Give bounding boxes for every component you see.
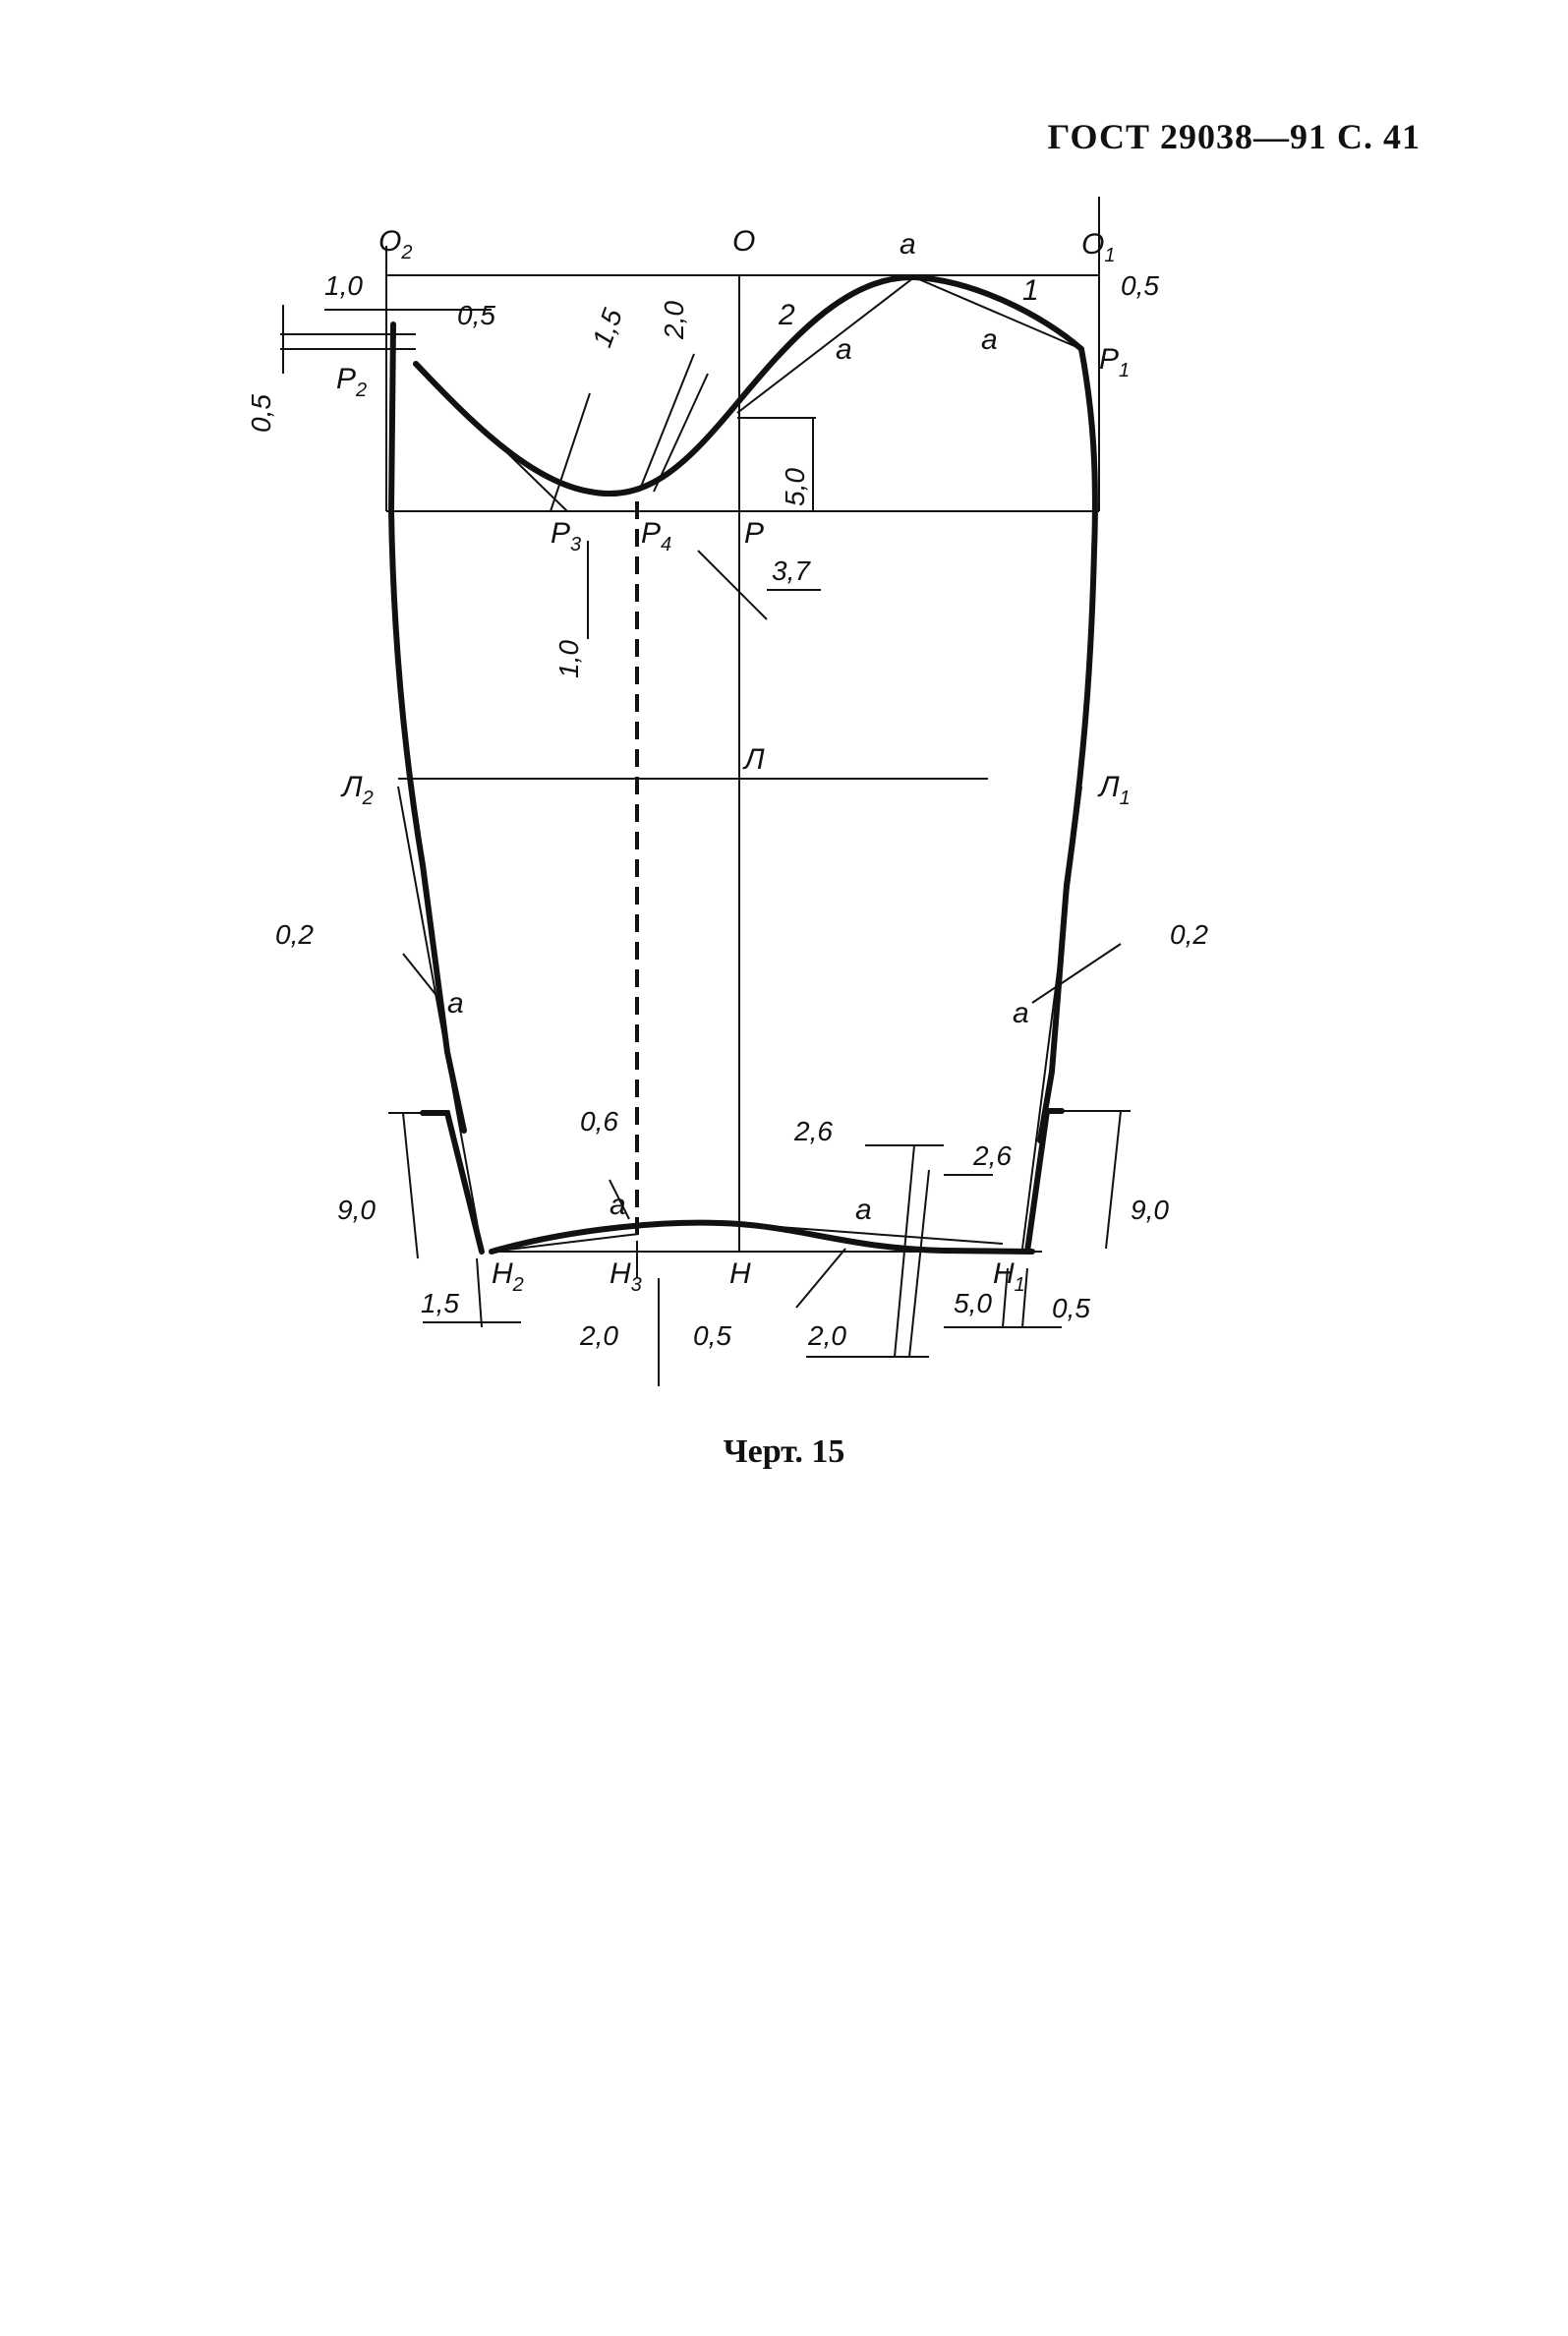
label-H: H bbox=[729, 1257, 751, 1290]
dim-1-5-bottom: 1,5 bbox=[421, 1288, 459, 1318]
label-a-top: a bbox=[900, 228, 916, 261]
dim-0-2-right: 0,2 bbox=[1170, 919, 1208, 950]
dimension-lines bbox=[280, 305, 1131, 1386]
label-L: Л bbox=[742, 743, 765, 776]
mark-a-bottom-right: a bbox=[855, 1194, 872, 1226]
label-P2: P2 bbox=[336, 363, 367, 401]
dim-0-5-top: 0,5 bbox=[457, 300, 495, 330]
dim-2-0-bottom-right: 2,0 bbox=[807, 1320, 846, 1351]
dim-1-0-mid: 1,0 bbox=[553, 640, 584, 678]
mark-a-upper-mid: a bbox=[836, 333, 852, 366]
dim-2-0-bottom-left: 2,0 bbox=[579, 1320, 618, 1351]
figure-caption: Черт. 15 bbox=[723, 1433, 845, 1470]
label-O: O bbox=[732, 225, 755, 258]
label-P: P bbox=[744, 517, 764, 550]
mark-num-1: 1 bbox=[1022, 274, 1039, 307]
dim-3-7: 3,7 bbox=[772, 555, 811, 586]
point-labels: O2 O a O1 P2 P1 P3 P4 P Л2 Л Л1 H2 H3 H … bbox=[336, 225, 1131, 1296]
dim-1-0-top: 1,0 bbox=[324, 270, 363, 301]
label-L2: Л2 bbox=[340, 771, 374, 809]
dim-0-5-bottom: 0,5 bbox=[693, 1320, 731, 1351]
dim-0-6: 0,6 bbox=[580, 1106, 618, 1137]
mark-num-2: 2 bbox=[778, 299, 795, 331]
dim-2-6-a: 2,6 bbox=[793, 1116, 833, 1146]
dim-0-5-left: 0,5 bbox=[246, 394, 276, 433]
sleeve-outline bbox=[388, 273, 1098, 1255]
mark-a-bottom-left: a bbox=[610, 1189, 626, 1221]
label-H1: H1 bbox=[993, 1257, 1025, 1296]
auxiliary-marks: a a a a a a 2 1 bbox=[447, 274, 1039, 1226]
dim-5-0: 5,0 bbox=[780, 468, 810, 506]
dim-5-0-bottom: 5,0 bbox=[954, 1288, 992, 1318]
label-P4: P4 bbox=[641, 517, 671, 555]
dim-9-0-right: 9,0 bbox=[1131, 1195, 1169, 1225]
dim-0-5-bottom-right: 0,5 bbox=[1052, 1293, 1090, 1323]
dim-1-5: 1,5 bbox=[587, 304, 629, 351]
dim-2-0-top: 2,0 bbox=[659, 301, 689, 340]
label-L1: Л1 bbox=[1097, 771, 1131, 809]
mark-a-upper-right: a bbox=[981, 323, 998, 356]
dim-9-0-left: 9,0 bbox=[337, 1195, 376, 1225]
mark-a-right-side: a bbox=[1013, 997, 1029, 1029]
label-H3: H3 bbox=[610, 1257, 642, 1296]
label-O2: O2 bbox=[378, 225, 412, 263]
dim-2-6-b: 2,6 bbox=[972, 1140, 1012, 1171]
label-H2: H2 bbox=[492, 1257, 524, 1296]
label-P1: P1 bbox=[1099, 343, 1130, 381]
dim-0-5-right: 0,5 bbox=[1121, 270, 1159, 301]
label-P3: P3 bbox=[551, 517, 581, 555]
mark-a-left-side: a bbox=[447, 987, 464, 1020]
label-O1: O1 bbox=[1081, 228, 1115, 266]
dim-0-2-left: 0,2 bbox=[275, 919, 314, 950]
page-header: ГОСТ 29038—91 С. 41 bbox=[1047, 117, 1421, 156]
